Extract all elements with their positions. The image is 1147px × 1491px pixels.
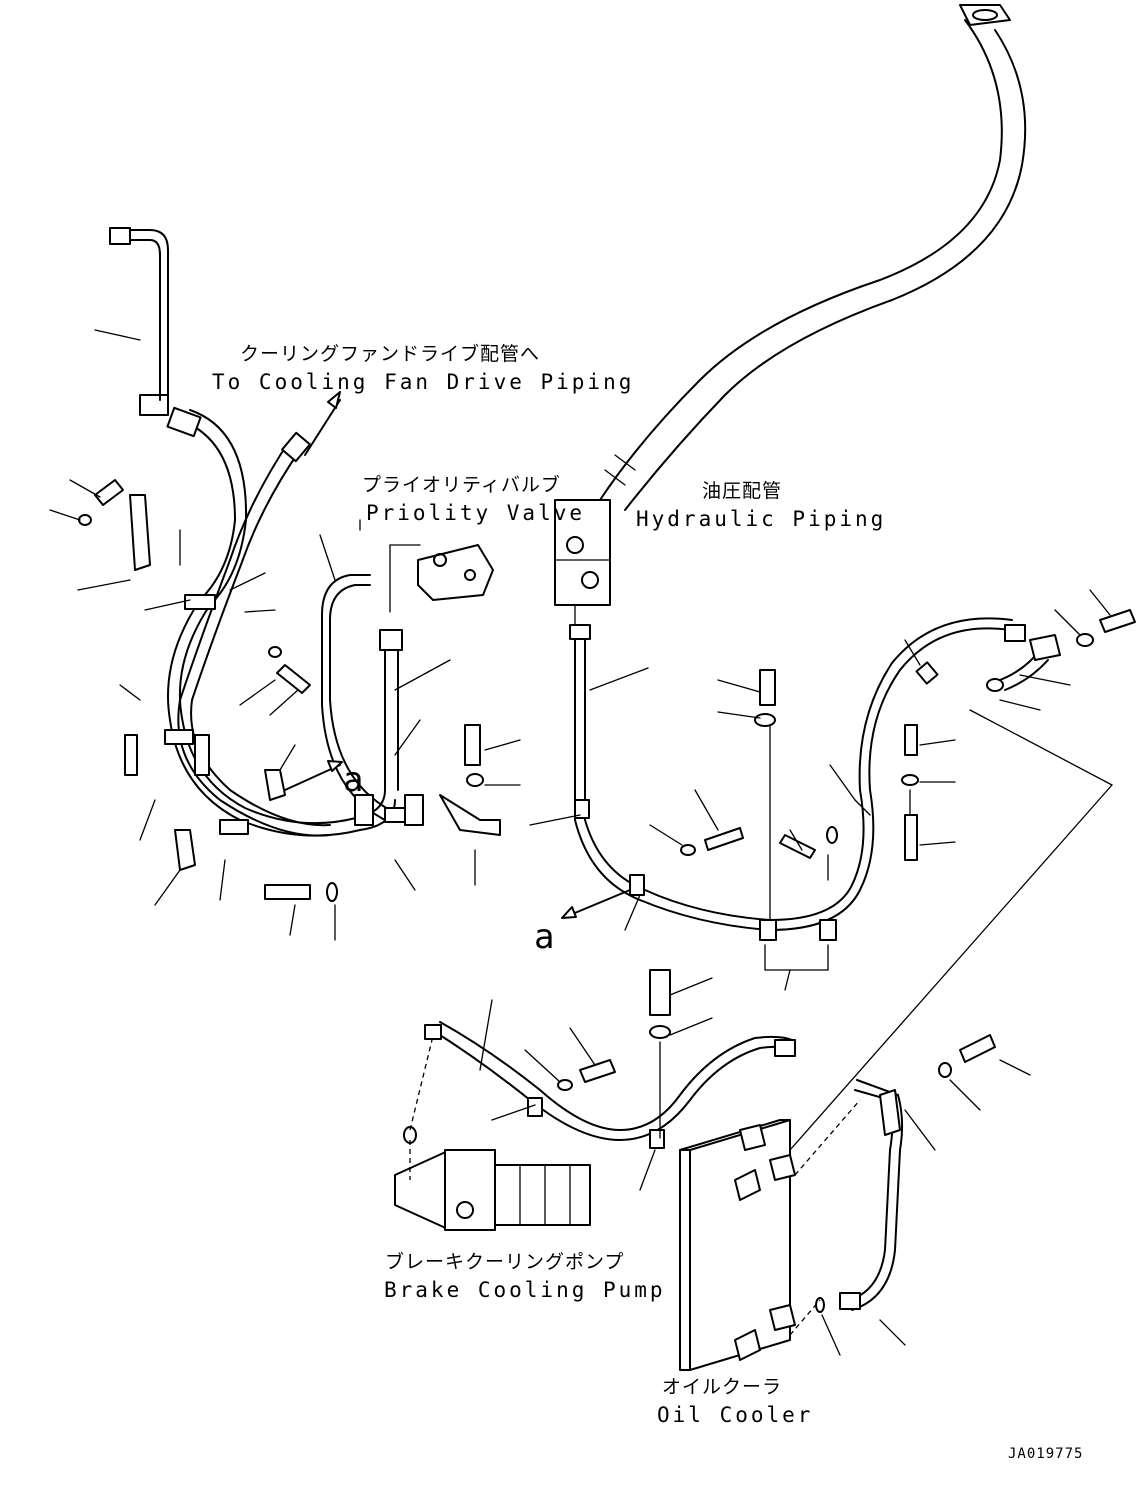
- hydraulic-main-pipe: [599, 4, 1027, 511]
- oil-cooler-label-en: Oil Cooler: [657, 1403, 814, 1427]
- right-arrow: [561, 889, 631, 919]
- right-hose-loop: [569, 617, 1026, 941]
- hydraulic-valve-block: [554, 499, 611, 626]
- priority-valve-label-jp: プライオリティバルブ: [362, 474, 561, 496]
- oil-cooler-pipe: [839, 1079, 904, 1311]
- hydraulic-piping-label-jp: 油圧配管: [702, 480, 783, 502]
- right-bolts: [680, 609, 1136, 861]
- bottom-bolts: [557, 969, 996, 1091]
- oil-cooler: [679, 1099, 861, 1371]
- oil-cooler-label-jp: オイルクーラ: [662, 1376, 783, 1398]
- brake-pump-label-jp: ブレーキクーリングポンプ: [385, 1251, 625, 1273]
- priority-valve-label-en: Priolity Valve: [366, 501, 586, 525]
- view-callout-left: a: [343, 760, 364, 800]
- brake-pump-label-en: Brake Cooling Pump: [384, 1278, 666, 1302]
- drawing-id: JA019775: [1008, 1446, 1084, 1462]
- right-leader-lines: [529, 589, 1113, 1151]
- cooling-fan-label-en: To Cooling Fan Drive Piping: [212, 370, 635, 394]
- priority-valve: [389, 544, 494, 613]
- left-bolts: [78, 479, 484, 902]
- cooling-fan-label-jp: クーリングファンドライブ配管へ: [240, 343, 541, 365]
- left-pipe-top: [109, 227, 169, 416]
- left-arrows: [284, 391, 343, 791]
- left-hose-bundle: [166, 406, 396, 837]
- bottom-leader-lines: [479, 977, 1031, 1356]
- view-callout-right: a: [534, 917, 555, 957]
- left-leader-lines: [49, 329, 521, 941]
- bottom-hose: [424, 1021, 796, 1149]
- brake-cooling-pump: [394, 1039, 591, 1231]
- left-clamps: [124, 494, 501, 871]
- right-small-pipe: [986, 634, 1061, 692]
- hydraulic-piping-label-en: Hydraulic Piping: [636, 507, 887, 531]
